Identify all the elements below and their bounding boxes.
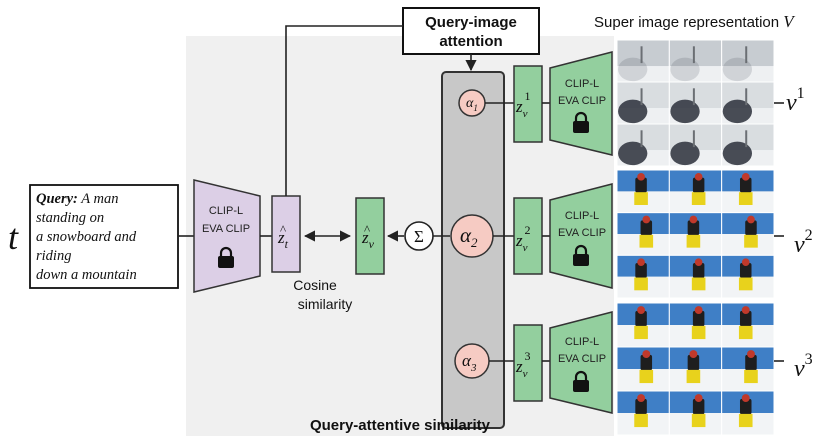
- video-encoder-1-line1: CLIP-L: [565, 78, 599, 90]
- sum-symbol: Σ: [414, 227, 424, 246]
- branch-1: α1 zv1 CLIP-L EVA CLIP v1: [458, 51, 805, 156]
- thumbnail-frame: [616, 169, 670, 214]
- thumbnail-frame: [721, 123, 775, 167]
- thumbnail-frame: [616, 123, 670, 167]
- video-embedding: [355, 197, 385, 275]
- video-encoder-2-line1: CLIP-L: [565, 210, 599, 222]
- attention-label-line2: attention: [439, 33, 502, 50]
- thumbnail-frame: [721, 81, 775, 125]
- thumbnail-frame: [616, 212, 670, 256]
- cosine-label-line1: Cosine: [293, 277, 337, 293]
- thumbnail-frame: [668, 212, 723, 256]
- v2-label: v2: [794, 227, 813, 258]
- v3-label: v3: [794, 351, 813, 382]
- zv1-box: [513, 65, 543, 143]
- thumbnail-frame: [668, 39, 723, 83]
- thumbnail-frame: [668, 302, 723, 348]
- video-encoder-2-line2: EVA CLIP: [558, 227, 606, 239]
- attention-label-line1: Query-image: [425, 14, 517, 31]
- alpha-3-label: α3: [462, 351, 477, 374]
- hat-zv: ^: [364, 222, 370, 237]
- thumbnail-frame: [721, 302, 775, 348]
- thumbnail-frame: [668, 346, 723, 392]
- thumbnail-frame: [721, 212, 775, 256]
- v1-label: v1: [786, 85, 805, 116]
- zv3-label: zv3: [515, 349, 531, 380]
- cosine-label-line2: similarity: [298, 296, 352, 312]
- thumbnail-frame: [616, 39, 670, 83]
- thumbnail-frame: [721, 346, 775, 392]
- text-encoder: [193, 179, 261, 293]
- thumbnail-frame: [668, 81, 723, 125]
- super-image-3: [616, 302, 775, 436]
- video-encoder-1: [549, 51, 613, 156]
- thumbnail-frame: [668, 254, 723, 299]
- video-encoder-2: [549, 183, 613, 289]
- text-encoder-line2: EVA CLIP: [202, 223, 250, 235]
- lock-icon: [573, 370, 589, 392]
- thumbnail-frame: [668, 169, 723, 214]
- alpha-1-label: α1: [466, 96, 478, 113]
- lock-icon: [573, 111, 589, 133]
- thumbnail-frame: [668, 390, 723, 436]
- text-embedding: [271, 195, 301, 273]
- lock-icon: [218, 246, 234, 268]
- hat-zt: ^: [280, 222, 286, 237]
- super-image-title: Super image representation V: [594, 12, 796, 31]
- thumbnail-frame: [721, 39, 775, 83]
- video-encoder-3: [549, 311, 613, 414]
- alpha-2-label: α2: [460, 223, 478, 250]
- video-encoder-3-line1: CLIP-L: [565, 336, 599, 348]
- video-encoder-1-line2: EVA CLIP: [558, 95, 606, 107]
- thumbnail-frame: [721, 390, 775, 436]
- super-image-1: [616, 39, 775, 167]
- thumbnail-frame: [616, 346, 670, 392]
- zv1-label: zv1: [515, 89, 531, 120]
- region-title: Query-attentive similarity: [310, 417, 491, 434]
- thumbnail-frame: [616, 254, 670, 299]
- thumbnail-frame: [616, 390, 670, 436]
- thumbnail-frame: [616, 302, 670, 348]
- zv2-box: [513, 197, 543, 275]
- thumbnail-frame: [721, 169, 775, 214]
- zv2-label: zv2: [515, 223, 531, 254]
- zt-to-attention-line: [285, 25, 403, 196]
- text-embedding-label: zt: [277, 228, 289, 251]
- video-encoder-3-line2: EVA CLIP: [558, 353, 606, 365]
- text-encoder-line1: CLIP-L: [209, 205, 243, 217]
- query-text: Query: A man standing on a snowboard and…: [36, 191, 140, 283]
- branch-3: α3 zv3 CLIP-L EVA CLIP v3: [454, 311, 813, 414]
- query-variable: t: [8, 217, 19, 257]
- thumbnail-frame: [616, 81, 670, 125]
- zv3-box: [513, 324, 543, 402]
- super-image-2: [616, 169, 775, 299]
- video-embedding-label: zv: [361, 228, 375, 251]
- branch-2: α2 zv2 CLIP-L EVA CLIP v2: [450, 183, 813, 289]
- lock-icon: [573, 244, 589, 266]
- thumbnail-frame: [721, 254, 775, 299]
- thumbnail-frame: [668, 123, 723, 167]
- attention-box: [402, 7, 540, 55]
